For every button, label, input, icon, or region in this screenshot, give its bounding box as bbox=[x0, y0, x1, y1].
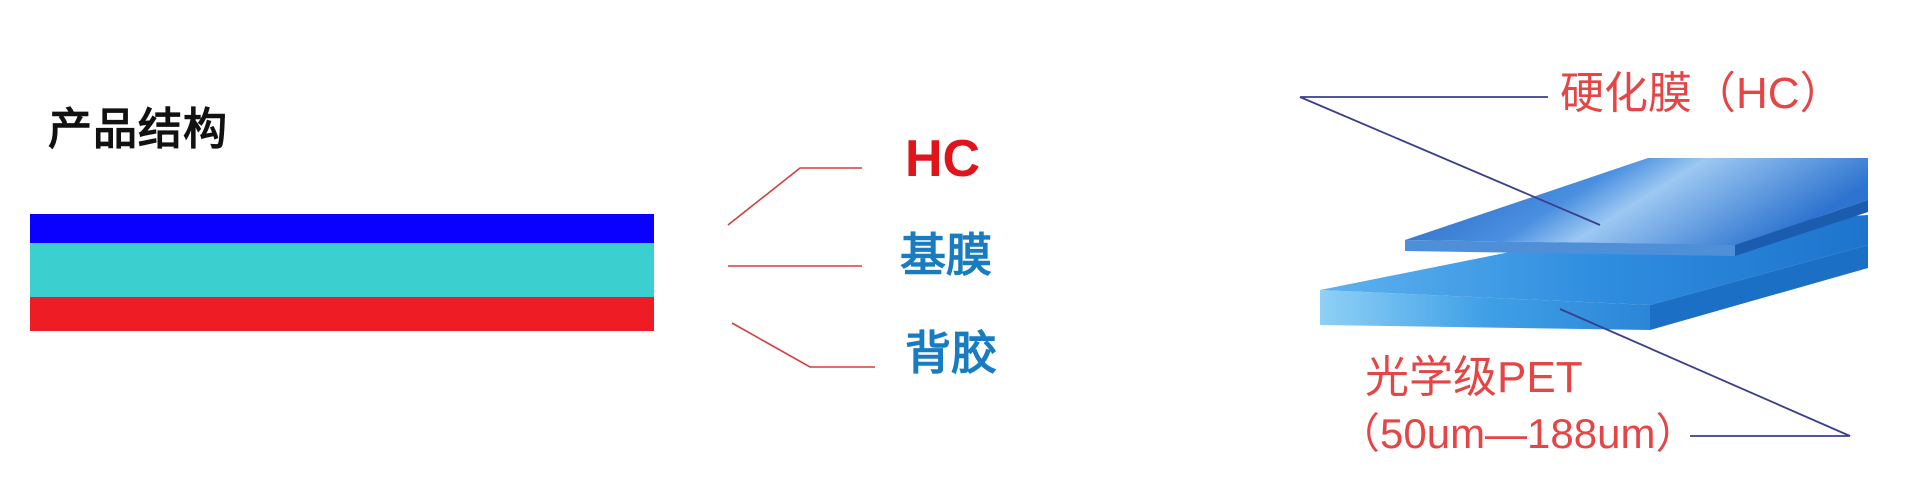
hard-coat-film-label: 硬化膜（HC） bbox=[1560, 69, 1844, 118]
right-leader-lines bbox=[1299, 96, 1851, 437]
hc-leader-line bbox=[727, 167, 862, 226]
back-leader-line bbox=[731, 322, 875, 368]
hc-film-leader-line bbox=[1299, 96, 1601, 226]
left-leader-lines bbox=[727, 167, 875, 368]
hc-slab-top bbox=[1405, 158, 1868, 245]
pet-leader-line bbox=[1559, 308, 1851, 437]
adhesive-label: 背胶 bbox=[905, 326, 997, 380]
layer-stack bbox=[30, 214, 654, 331]
base-film-layer bbox=[30, 243, 654, 297]
pet-thickness-range: （50um—188um） bbox=[1338, 410, 1698, 457]
adhesive-layer bbox=[30, 297, 654, 331]
optical-pet-label: 光学级PET bbox=[1365, 353, 1583, 402]
hc-slab-front bbox=[1405, 240, 1735, 256]
base-film-label: 基膜 bbox=[900, 228, 992, 282]
film-illustration bbox=[1320, 158, 1868, 330]
product-structure-title: 产品结构 bbox=[48, 104, 228, 155]
hc-label: HC bbox=[905, 130, 981, 188]
hc-layer bbox=[30, 214, 654, 243]
hc-slab-side bbox=[1735, 200, 1868, 256]
pet-slab-front bbox=[1320, 290, 1650, 330]
pet-slab-side bbox=[1650, 245, 1868, 330]
